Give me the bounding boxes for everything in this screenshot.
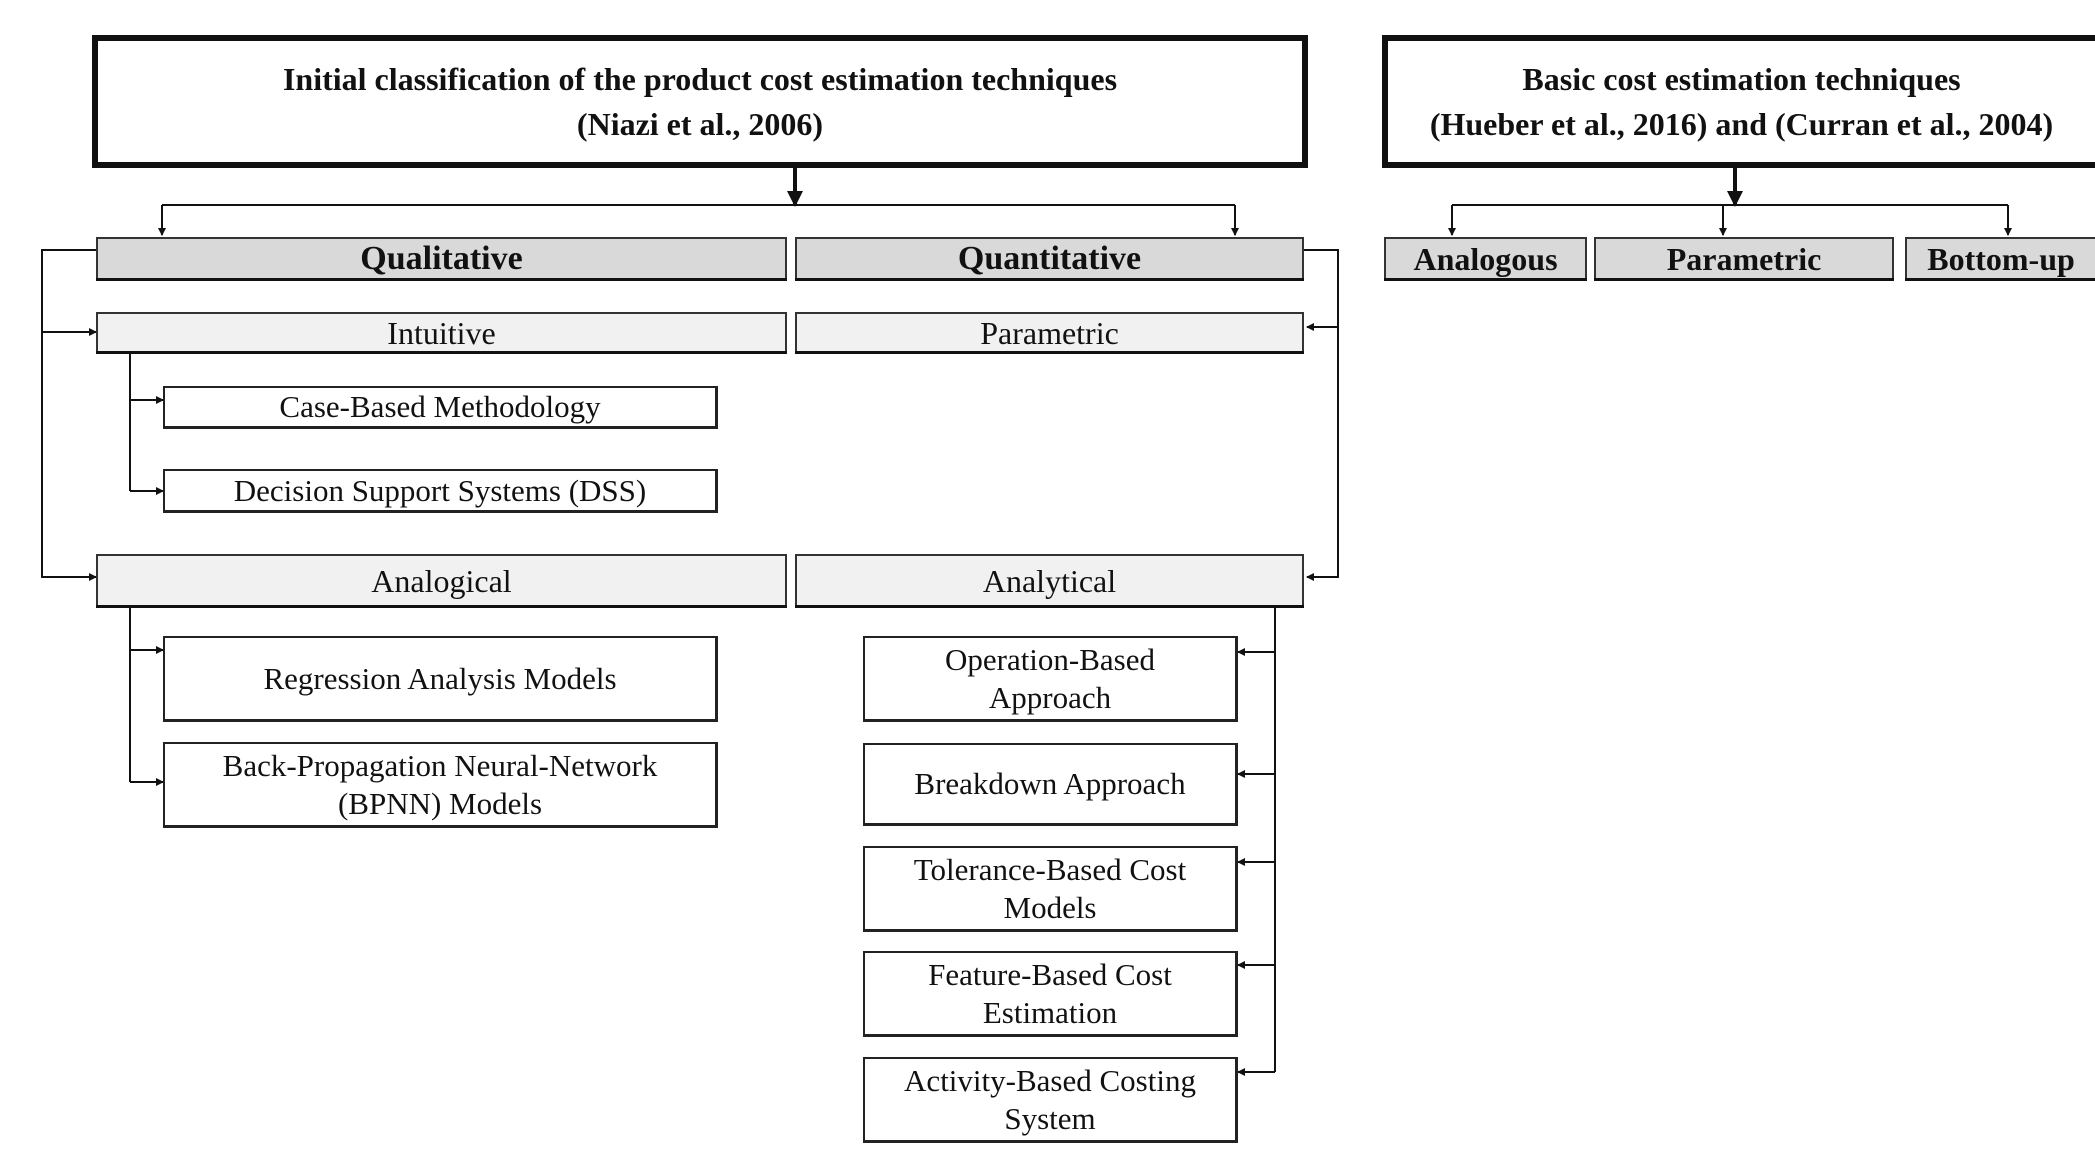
qualitative-header: Qualitative xyxy=(96,237,787,281)
case-based-box: Case-Based Methodology xyxy=(163,386,718,429)
breakdown-box: Breakdown Approach xyxy=(863,743,1238,826)
bpnn-line1: Back-Propagation Neural-Network xyxy=(222,748,658,784)
operation-line1: Operation-Based xyxy=(944,642,1156,678)
breakdown-line1: Breakdown Approach xyxy=(914,766,1186,802)
tolerance-line1: Tolerance-Based Cost xyxy=(913,852,1187,888)
analytical-subheader: Analytical xyxy=(795,554,1304,608)
left-title-line2: (Niazi et al., 2006) xyxy=(576,105,824,142)
bpnn-line2: (BPNN) Models xyxy=(337,785,543,821)
regression-box: Regression Analysis Models xyxy=(163,636,718,722)
parametric-subheader: Parametric xyxy=(795,312,1304,354)
tolerance-line2: Models xyxy=(1003,889,1097,925)
activity-line1: Activity-Based Costing xyxy=(904,1063,1196,1099)
operation-based-box: Operation-Based Approach xyxy=(863,636,1238,722)
analogical-subheader: Analogical xyxy=(96,554,787,608)
tolerance-based-box: Tolerance-Based Cost Models xyxy=(863,846,1238,932)
qualitative-bracket xyxy=(41,249,97,581)
right-title-line1: Basic cost estimation techniques xyxy=(1522,60,1961,97)
bpnn-box: Back-Propagation Neural-Network (BPNN) M… xyxy=(163,742,718,828)
operation-line2: Approach xyxy=(988,679,1112,715)
regression-line1: Regression Analysis Models xyxy=(263,660,617,696)
intuitive-subheader: Intuitive xyxy=(96,312,787,354)
quantitative-bracket xyxy=(1304,249,1339,581)
left-title-line1: Initial classification of the product co… xyxy=(282,60,1118,97)
feature-based-box: Feature-Based Cost Estimation xyxy=(863,951,1238,1037)
left-title-box: Initial classification of the product co… xyxy=(92,35,1308,168)
quantitative-header: Quantitative xyxy=(795,237,1304,281)
dss-box: Decision Support Systems (DSS) xyxy=(163,469,718,513)
right-title-line2: (Hueber et al., 2016) and (Curran et al.… xyxy=(1429,105,2054,142)
parametric-basic-box: Parametric xyxy=(1594,237,1894,281)
activity-based-box: Activity-Based Costing System xyxy=(863,1057,1238,1143)
activity-line2: System xyxy=(1004,1100,1096,1136)
feature-line1: Feature-Based Cost xyxy=(928,957,1172,993)
feature-line2: Estimation xyxy=(982,994,1118,1030)
analogous-box: Analogous xyxy=(1384,237,1587,281)
right-title-box: Basic cost estimation techniques (Hueber… xyxy=(1382,35,2095,168)
bottom-up-box: Bottom-up xyxy=(1905,237,2095,281)
